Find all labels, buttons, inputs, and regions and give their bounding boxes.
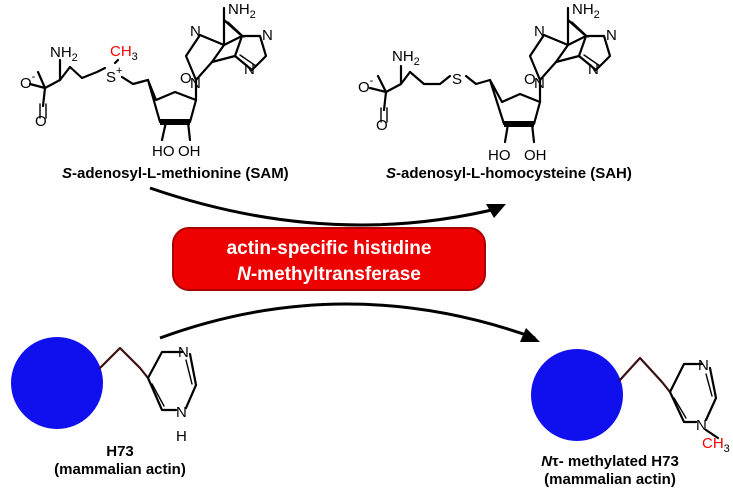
enzyme-box [172,227,486,291]
sah-amine: NH2 [392,48,420,68]
sam-carboxylate-o: O- [20,71,36,92]
enzyme-line2: N-methyltransferase [237,264,421,285]
sam-oh: OH [178,143,201,160]
methylated-n3: N [698,357,709,374]
sah-carbonyl-o: O [376,117,388,134]
methylated-label: Nτ- methylated H73 [541,453,679,470]
lower-arrowhead [520,328,540,342]
upper-arrowhead [486,204,506,218]
h73-imidazole [98,346,198,412]
methylated-imidazole [618,356,720,440]
h73-n1: N [176,404,187,421]
sam-n9: N [190,75,201,92]
sah-n7: N [534,23,545,40]
h73-label-sub: (mammalian actin) [54,461,186,478]
sam-n1: N [262,27,273,44]
enzyme-line1: actin-specific histidine [227,238,432,259]
sah-structure [368,6,612,144]
lower-reaction-arrow [159,302,536,340]
sah-thioether: S [452,71,462,88]
sah-nh2-top: NH2 [572,1,600,21]
sah-label: S-adenosyl-L-homocysteine (SAH) [386,165,632,182]
h73-label: H73 [106,443,134,460]
sah-n1: N [606,27,617,44]
sam-n7: N [190,23,201,40]
upper-reaction-arrow [149,186,501,227]
sam-label: S-adenosyl-L-methionine (SAM) [62,165,289,182]
sah-n3: N [588,61,599,78]
actin-sphere [11,337,103,429]
methylated-methyl: CH3 [702,435,730,455]
h73-n3: N [178,344,189,361]
sah-n9: N [534,75,545,92]
actin-sphere-methylated [531,349,623,441]
sam-sulfonium: S+ [106,65,122,86]
sam-structure [28,6,268,142]
sah-ring-o: O [524,71,536,88]
sam-carbonyl-o: O [35,113,47,130]
sam-nh2-top: NH2 [228,1,256,21]
sam-methyl: CH3 [110,43,138,63]
sah-oh: OH [524,147,547,164]
sam-ring-o: O [180,70,192,87]
sam-ho: HO [152,143,175,160]
sam-amine: NH2 [50,44,78,64]
sah-carboxylate-o: O- [358,75,374,96]
methylated-n1: N [696,417,707,434]
methylated-label-sub: (mammalian actin) [544,471,676,488]
sam-n3: N [244,61,255,78]
sah-ho: HO [488,147,511,164]
h73-h: H [176,428,187,445]
